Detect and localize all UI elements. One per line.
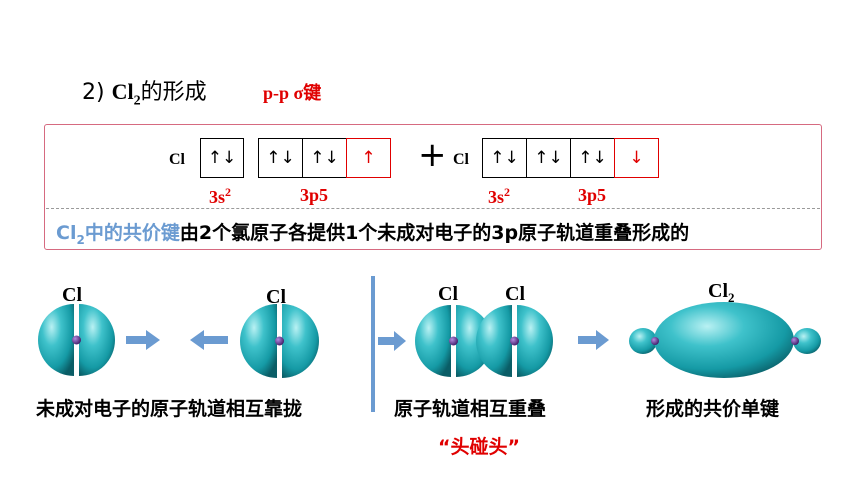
left-3p-orbital-box-2: ↑↓ [302, 138, 347, 178]
stage1-right-chlorine-orbital [240, 304, 319, 378]
left-3p-orbital-box-1: ↑↓ [258, 138, 303, 178]
stage1-left-chlorine-orbital [38, 304, 115, 376]
stage1-right-atom-label: Cl [266, 286, 286, 308]
stage2-overlapping-orbitals [415, 305, 553, 377]
statement-highlight-text: 中的共价键 [84, 222, 180, 244]
right-3s-orbital-box: ↑↓ [482, 138, 527, 178]
section-heading: 2) Cl2的形成 [82, 74, 207, 109]
left-3s-orbital-box: ↑↓ [200, 138, 244, 178]
left-3s-label-text: 3s [209, 187, 226, 207]
caption-head-to-head: “头碰头” [438, 436, 520, 458]
dashed-divider [46, 208, 820, 209]
heading-number: 2) [82, 80, 105, 105]
right-3s-superscript: 2 [504, 185, 511, 199]
right-3p-label: 3p5 [578, 185, 607, 205]
bond-type-label: p-p σ键 [263, 83, 322, 103]
stage-separator [371, 276, 375, 412]
heading-subscript: 2 [133, 93, 141, 109]
caption-bond: 形成的共价单键 [646, 398, 780, 420]
molecule-label: Cl2 [708, 280, 735, 306]
left-3s-superscript: 2 [225, 185, 232, 199]
heading-suffix: 的形成 [140, 80, 207, 105]
caption-approach: 未成对电子的原子轨道相互靠拢 [36, 398, 303, 420]
heading-element: Cl [111, 79, 134, 104]
stage2-left-atom-label: Cl [438, 283, 458, 305]
right-3s-label: 3s2 [488, 185, 510, 208]
left-3p-unpaired-orbital-box: ↑ [346, 138, 391, 178]
bond-arrow [578, 330, 609, 350]
plus-sign: + [418, 135, 447, 175]
right-3p-unpaired-orbital-box: ↓ [614, 138, 659, 178]
stage3-chlorine-molecule [629, 302, 821, 378]
molecule-element: Cl [708, 280, 728, 302]
left-3p-label: 3p5 [300, 185, 329, 205]
molecule-subscript: 2 [728, 290, 735, 305]
overlap-arrow [378, 331, 406, 351]
right-3p-orbital-box-2: ↑↓ [570, 138, 615, 178]
right-3p-orbital-box-1: ↑↓ [526, 138, 571, 178]
approach-arrow-left [190, 330, 228, 350]
right-atom-symbol: Cl [453, 151, 469, 168]
statement-highlight-element: Cl [56, 222, 77, 244]
right-3s-label-text: 3s [488, 187, 505, 207]
left-atom-symbol: Cl [169, 151, 185, 168]
orbital-overlap-illustration [38, 302, 821, 378]
orbital-diagram-frame [44, 124, 822, 250]
left-3s-label: 3s2 [209, 185, 231, 208]
formation-statement: Cl2中的共价键由2个氯原子各提供1个未成对电子的3p原子轨道重叠形成的 [56, 218, 689, 247]
caption-overlap: 原子轨道相互重叠 [394, 398, 547, 420]
statement-highlight-subscript: 2 [76, 232, 85, 247]
stage2-right-atom-label: Cl [505, 283, 525, 305]
stage1-left-atom-label: Cl [62, 284, 82, 306]
statement-rest: 由2个氯原子各提供1个未成对电子的3p原子轨道重叠形成的 [179, 222, 690, 244]
approach-arrow-right [126, 330, 160, 350]
